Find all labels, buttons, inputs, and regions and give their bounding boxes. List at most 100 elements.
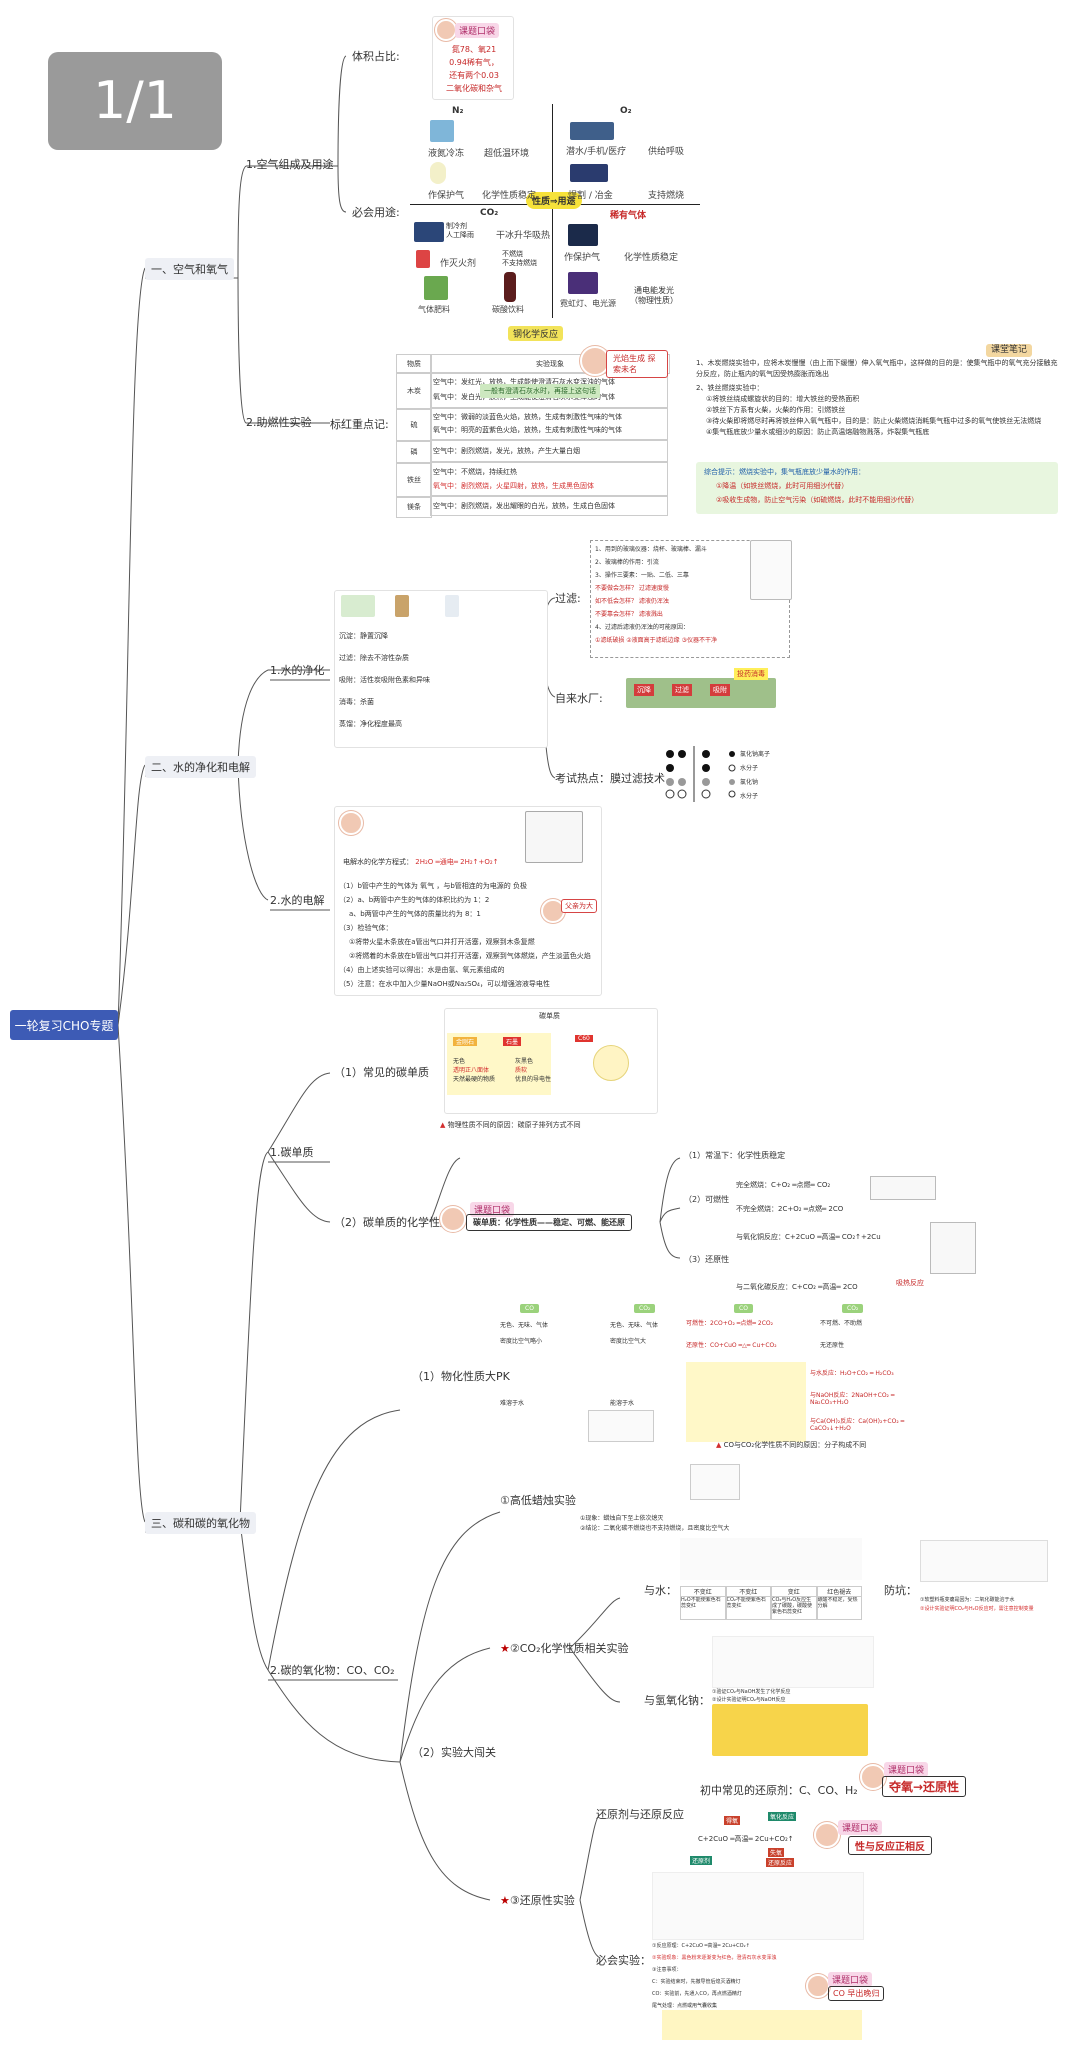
exp1-line: ①现象：蜡烛自下至上依次熄灭 <box>580 1515 664 1522</box>
electrolysis-line: （1）b管中产生的气体为 氧气 ，与b管相连的为电源的 负极 <box>339 882 528 890</box>
node-exp1[interactable]: ①高低蜡烛实验 <box>500 1494 576 1507</box>
pk-cell: 不可燃、不助燃 <box>820 1320 863 1327</box>
co2-use: 作灭火剂 <box>440 259 477 269</box>
co2-property: 不支持燃烧 <box>502 259 537 267</box>
protective-gas-image <box>568 224 598 246</box>
membrane-particles <box>665 746 736 802</box>
node-exam-label[interactable]: 考试热点：膜过滤技术 <box>555 772 665 785</box>
method-line: 蒸馏：净化程度最高 <box>339 720 402 728</box>
reducer-tag: 课题口袋 <box>884 1762 929 1777</box>
electrolysis-tag: 父亲为大 <box>561 899 597 913</box>
branch-air[interactable]: 一、空气和氧气 <box>145 258 234 280</box>
water-reaction-images <box>680 1538 862 1580</box>
node-exp2[interactable]: ★②CO₂化学性质相关实验 <box>500 1642 629 1655</box>
graphite-property: 灰黑色 <box>515 1058 534 1065</box>
must-line: 尾气处理：点燃或用气囊收集 <box>652 2003 718 2009</box>
volume-line: 0.94稀有气， <box>449 58 499 67</box>
summary-title: 综合提示：燃烧实验中，集气瓶底放少量水的作用： <box>704 468 865 476</box>
table-row-line: 氧气中：剧烈燃烧，火星四射，放热，生成黑色固体 <box>433 482 594 490</box>
node-exp3[interactable]: ★③还原性实验 <box>500 1894 575 1907</box>
anti-pit-lines: ①软塑料瓶变瘪是因为：二氧化碳能溶于水 ②设计实验证明CO₂与H₂O反应时，需注… <box>920 1596 1060 1614</box>
reducers-text: 初中常见的还原剂：C、CO、H₂ <box>700 1784 858 1797</box>
filter-line: ①滤纸破损 ②液面高于滤纸边缘 ③仪器不干净 <box>595 637 717 644</box>
electrolysis-line: （3）检验气体： <box>339 924 393 932</box>
node-volume-label[interactable]: 体积占比: <box>352 50 400 63</box>
branch-water[interactable]: 二、水的净化和电解 <box>145 756 256 778</box>
table-row-substance: 镁条 <box>396 496 432 518</box>
node-naoh[interactable]: 与氢氧化钠： <box>644 1694 710 1707</box>
redox-word: 得氧 <box>724 1816 741 1825</box>
node-redox[interactable]: 还原剂与还原反应 <box>596 1808 684 1821</box>
redox-box: 性与反应正相反 <box>848 1836 932 1855</box>
uses-quadrants: 性质⇒用途 N₂ 液氮冷冻 超低温环境 作保护气 化学性质稳定 O₂ 潜水/手机… <box>410 104 700 318</box>
n2-property: 化学性质稳定 <box>482 191 537 201</box>
chem-reduce-co2: 与二氧化碳反应：C+CO₂ ═高温═ 2CO <box>736 1283 858 1291</box>
node-filter-label[interactable]: 过滤: <box>555 592 581 605</box>
teacher-avatar <box>435 19 457 41</box>
node-carbon-chem[interactable]: （2）碳单质的化学性质 <box>334 1216 451 1229</box>
rare-property: 通电能发光 <box>634 286 674 295</box>
uses-center: 性质⇒用途 <box>526 192 582 209</box>
chem-burn-part: 不完全燃烧：2C+O₂ ═点燃═ 2CO <box>736 1205 844 1213</box>
electrolysis-line: （4）由上述实验可以得出：水是由氢、氧元素组成的 <box>339 966 505 974</box>
sediment-image <box>341 595 375 617</box>
diamond-property: 天然最硬的物质 <box>453 1076 496 1083</box>
root-node[interactable]: 一轮复习CHO专题 <box>10 1010 118 1040</box>
node-uses-label[interactable]: 必会用途: <box>352 206 400 219</box>
node-must-experiments[interactable]: 必会实验： <box>596 1954 651 1967</box>
o2-use: 潜水/手机/医疗 <box>566 147 627 157</box>
pk-cell: 与水反应：H₂O+CO₂ ═ H₂CO₃ <box>810 1370 894 1377</box>
node-oxides[interactable]: 2.碳的氧化物：CO、CO₂ <box>270 1664 395 1677</box>
note-line: ③待火柴即将燃尽时再将铁丝伸入氧气瓶中，目的是：防止火柴燃烧消耗集气瓶中过多的氧… <box>706 417 1042 425</box>
branch-carbon[interactable]: 三、碳和碳的氧化物 <box>145 1512 256 1534</box>
notes-title: 课堂笔记 <box>986 344 1033 357</box>
carbon-tag: 碳单质 <box>539 1012 560 1020</box>
plant-tag: 沉降 <box>634 684 654 696</box>
rare-use: 霓虹灯、电光源 <box>560 299 616 308</box>
volume-card: 课题口袋 氮78、氧21 0.94稀有气， 还有两个0.03 二氧化碳和杂气 <box>432 16 514 100</box>
node-air-composition[interactable]: 1.空气组成及用途 <box>246 158 334 171</box>
redox-diagram: 得氧 氧化反应 C+2CuO ═高温═ 2Cu+CO₂↑ 失氧 还原剂 还原反应 <box>690 1812 820 1868</box>
water-reaction-card: 不变红 不变红 变红 红色褪去 H₂O不能使紫色石蕊变红 CO₂不能使紫色石蕊变… <box>680 1538 862 1634</box>
naoh-lines: ①验证CO₂与NaOH发生了化学反应 ②设计实验证明CO₂与NaOH反应 <box>712 1688 790 1704</box>
glass-image <box>445 595 459 617</box>
node-carbon-simple[interactable]: 1.碳单质 <box>270 1146 314 1159</box>
node-combustion[interactable]: 2.助燃性实验 <box>246 416 312 429</box>
table-row-substance: 磷 <box>396 440 432 464</box>
node-pk[interactable]: （1）物化性质大PK <box>412 1370 510 1383</box>
formula-label: 电解水的化学方程式： <box>343 858 413 866</box>
dry-ice-image <box>414 222 444 242</box>
diamond-tag: 金刚石 <box>453 1037 478 1046</box>
co2-title: CO₂ <box>480 208 499 218</box>
teacher-avatar <box>339 811 363 835</box>
node-experiments[interactable]: （2）实验大闯关 <box>412 1746 496 1759</box>
must-line: ③注意事项： <box>652 1967 682 1973</box>
rare-use: 作保护气 <box>564 253 601 263</box>
node-water-reaction[interactable]: 与水： <box>644 1584 677 1597</box>
graphite-property: 优良的导电性 <box>515 1076 552 1083</box>
exp1-line: ②结论：二氧化碳不燃烧也不支持燃烧，且密度比空气大 <box>580 1525 730 1532</box>
graphite-tag: 石墨 <box>503 1037 522 1046</box>
node-water-purify[interactable]: 1.水的净化 <box>270 664 325 677</box>
pk-cell: 无还原性 <box>820 1342 845 1349</box>
node-plant-label[interactable]: 自来水厂: <box>555 692 603 705</box>
electrolysis-apparatus-diagram <box>525 811 583 863</box>
table-row-line: 氧气中：明亮的蓝紫色火焰，放热，生成有刺激性气味的气体 <box>433 426 622 434</box>
node-electrolysis[interactable]: 2.水的电解 <box>270 894 325 907</box>
chem-reduce-tag: 吸热反应 <box>896 1279 924 1287</box>
table-row-line: 空气中：不燃烧，持续红热 <box>433 468 517 476</box>
node-common-carbon[interactable]: （1）常见的碳单质 <box>334 1066 429 1079</box>
node-anti-pit[interactable]: 防坑： <box>884 1584 917 1597</box>
note-line: ②铁丝下方系有火柴，火柴的作用：引燃铁丝 <box>706 406 846 414</box>
soda-bottle-icon <box>504 272 516 302</box>
water-plant-diagram: 沉降 过滤 吸附 投药消毒 <box>620 664 790 730</box>
anti-pit-diagram <box>920 1540 1048 1582</box>
must-line: ①反应原理：C+2CuO ═高温═ 2Cu+CO₂↑ <box>652 1943 750 1949</box>
naoh-diagram <box>712 1636 874 1688</box>
greenhouse-image <box>424 276 448 300</box>
graphite-property: 质软 <box>515 1067 528 1074</box>
redox-word: 还原剂 <box>690 1856 713 1865</box>
anti-line: ②设计实验证明CO₂与H₂O反应时，需注意控制变量 <box>920 1606 1034 1612</box>
co2-property: 不燃烧 <box>502 250 523 258</box>
node-key-label[interactable]: 标红重点记: <box>330 418 389 431</box>
